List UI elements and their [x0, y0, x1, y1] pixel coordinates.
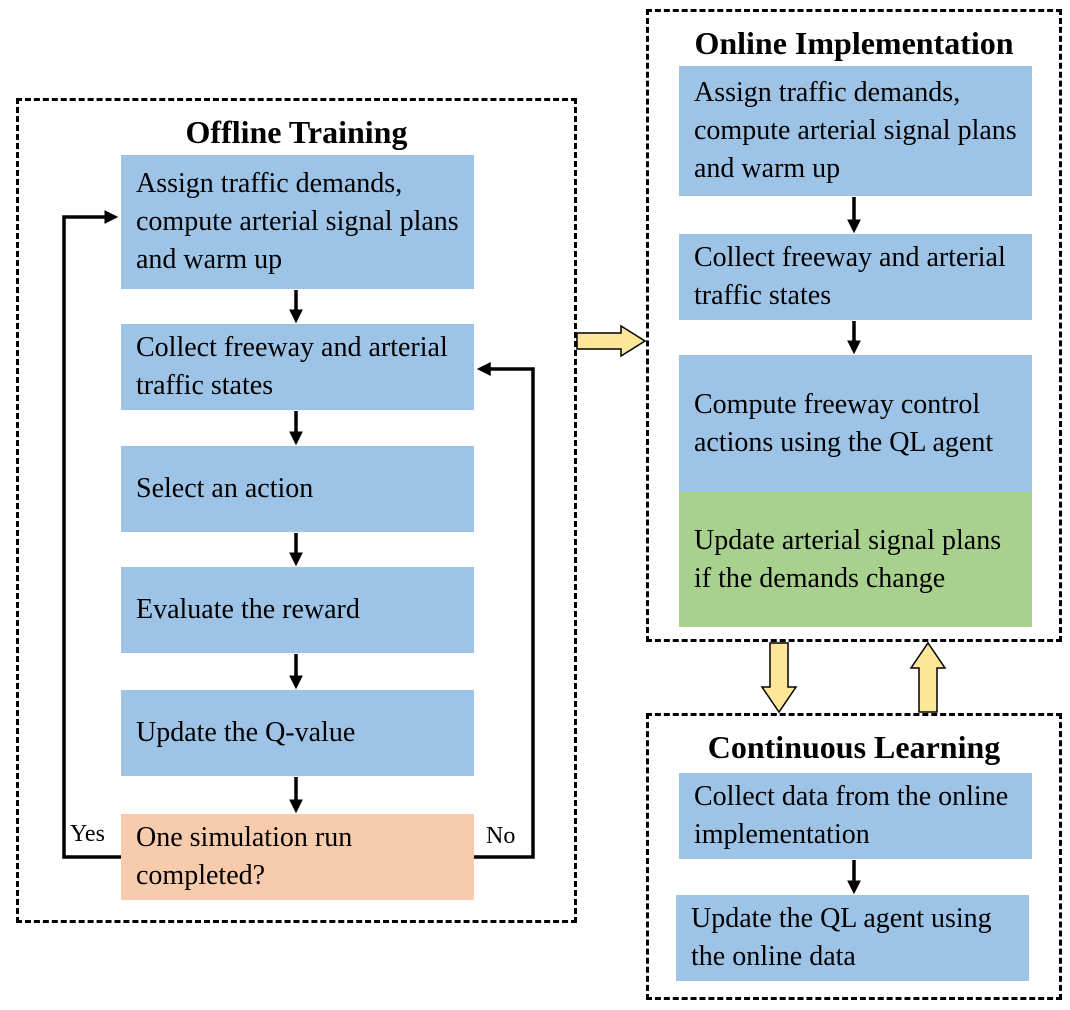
continuous-step-collect-data: Collect data from the online implementat… — [679, 773, 1032, 859]
offline-step-evaluate-reward: Evaluate the reward — [121, 567, 474, 653]
offline-to-online-block-arrow — [576, 324, 647, 358]
continuous-step-update-agent-text: Update the QL agent using the online dat… — [691, 903, 992, 972]
offline-training-panel: Offline Training — [16, 98, 577, 923]
continuous-step-update-agent: Update the QL agent using the online dat… — [676, 895, 1029, 981]
offline-step-update-qvalue-text: Update the Q-value — [136, 717, 356, 748]
online-to-continuous-block-arrow — [760, 642, 798, 714]
yes-label: Yes — [70, 821, 105, 847]
offline-step-assign-demands-text: Assign traffic demands, compute arterial… — [136, 168, 459, 275]
yes-loop-connector — [62, 210, 121, 859]
continuous-step-collect-data-text: Collect data from the online implementat… — [694, 781, 1009, 850]
offline-decision-run-completed-text: One simulation run completed? — [136, 822, 353, 891]
offline-step-select-action-text: Select an action — [136, 473, 314, 504]
online-step-compute-actions-text: Compute freeway control actions using th… — [694, 388, 994, 458]
offline-step-select-action: Select an action — [121, 446, 474, 532]
no-loop-connector — [474, 362, 535, 859]
no-label: No — [486, 823, 516, 849]
offline-step-collect-states-text: Collect freeway and arterial traffic sta… — [136, 332, 448, 401]
offline-step-assign-demands: Assign traffic demands, compute arterial… — [121, 155, 474, 289]
offline-training-title: Offline Training — [185, 114, 408, 150]
online-step-collect-states: Collect freeway and arterial traffic sta… — [679, 234, 1032, 320]
offline-decision-run-completed: One simulation run completed? — [121, 814, 474, 900]
online-implementation-title: Online Implementation — [694, 25, 1014, 61]
continuous-learning-title: Continuous Learning — [707, 729, 1001, 765]
online-step-assign-demands-text: Assign traffic demands, compute arterial… — [694, 77, 1017, 184]
online-step-update-signal-plans: Update arterial signal plans if the dema… — [679, 492, 1032, 627]
online-step-assign-demands: Assign traffic demands, compute arterial… — [679, 66, 1032, 196]
online-step-collect-states-text: Collect freeway and arterial traffic sta… — [694, 242, 1006, 311]
online-step-update-signal-plans-text: Update arterial signal plans if the dema… — [694, 524, 1002, 594]
continuous-to-online-block-arrow — [909, 641, 947, 713]
continuous-learning-panel: Continuous Learning — [646, 713, 1062, 1000]
offline-step-collect-states: Collect freeway and arterial traffic sta… — [121, 324, 474, 410]
offline-step-evaluate-reward-text: Evaluate the reward — [136, 594, 360, 625]
offline-step-update-qvalue: Update the Q-value — [121, 690, 474, 776]
online-implementation-panel: Online Implementation — [646, 9, 1062, 642]
online-step-compute-actions: Compute freeway control actions using th… — [679, 355, 1032, 492]
